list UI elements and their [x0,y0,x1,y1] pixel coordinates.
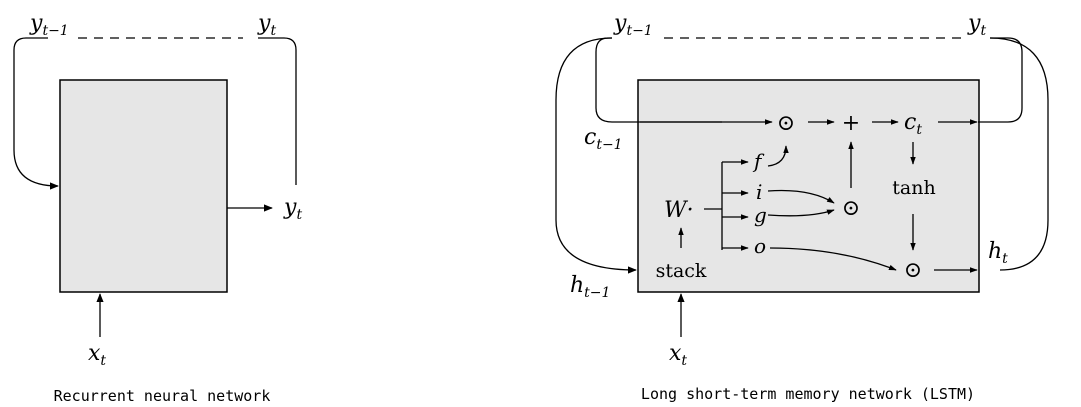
lstm-f-to-forget-curve [767,145,789,167]
lstm-odot-forget: ⊙ [777,111,795,136]
lstm-gate-o: o [754,234,766,258]
rnn-label-y-curr: yt [257,11,276,39]
lstm-tanh-label: tanh [892,177,935,199]
rnn-recurrent-right-path [258,37,297,185]
lstm-weight-label: W· [664,198,694,223]
lstm-diagram: ⊙ + ct tanh ⊙ ⊙ W· f i g o stack [555,11,1049,403]
lstm-o-to-output-curve [769,247,897,271]
lstm-cell-box [637,79,980,293]
lstm-odot-input: ⊙ [842,196,860,221]
rnn-label-x-in: xt [88,341,106,369]
lstm-stack-label: stack [656,260,707,282]
lstm-label-x-in: xt [669,341,687,369]
lstm-label-y-curr: yt [967,11,986,39]
lstm-label-h-prev: ht−1 [570,273,610,301]
lstm-odot-output: ⊙ [904,258,922,283]
lstm-caption: Long short-term memory network (LSTM) [641,385,975,403]
lstm-loop-h-right [989,37,1049,271]
lstm-label-y-prev: yt−1 [613,11,653,39]
lstm-label-c-t: ct [904,110,922,138]
lstm-gate-i: i [756,180,762,204]
rnn-label-y-out: yt [283,195,302,223]
lstm-plus-operator: + [842,111,860,136]
lstm-loop-h-left [555,37,637,274]
lstm-i-to-input-curve [767,189,835,204]
rnn-cell-box [59,79,228,293]
lstm-gate-g: g [754,203,767,227]
lstm-gate-branch-lines [704,162,723,250]
rnn-label-y-prev: yt−1 [29,11,69,39]
lstm-label-c-prev: ct−1 [584,125,623,153]
lstm-loop-c-right [978,37,1023,123]
lstm-g-to-input-curve [767,209,835,217]
rnn-diagram: yt−1 yt yt xt Recurrent neural network [13,11,302,405]
lstm-label-h-t: ht [988,239,1008,267]
rnn-caption: Recurrent neural network [54,387,271,405]
rnn-recurrent-left-path [13,37,59,190]
